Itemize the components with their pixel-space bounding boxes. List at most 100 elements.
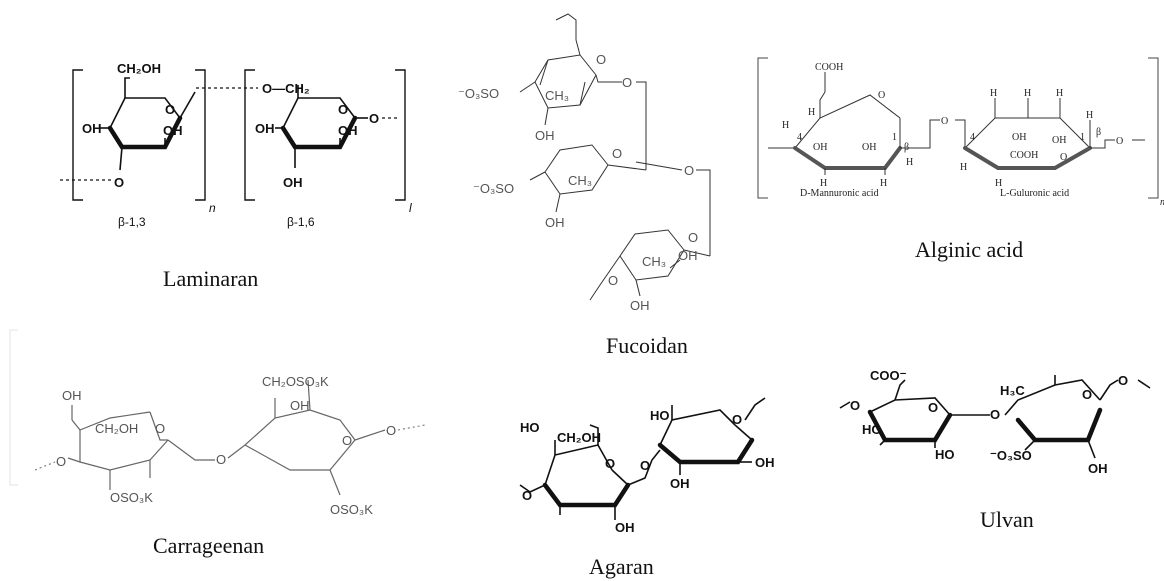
alginic-oh-2a: OH bbox=[1012, 132, 1026, 143]
agaran-ring-oxygen-2: O bbox=[732, 412, 742, 427]
carrageenan-ch2oh: CH₂OH bbox=[95, 421, 138, 436]
agaran-oxygen-left: O bbox=[522, 488, 532, 503]
carrageenan-ring-oxygen-2: O bbox=[342, 433, 352, 448]
alginic-subscript-n: n bbox=[1160, 197, 1164, 208]
fucoidan-bonds bbox=[519, 13, 711, 301]
alginic-acid-structure: COOH H H O OH OH H H 4 1 β H O H H H H O… bbox=[757, 57, 1164, 208]
alginic-c4-1: 4 bbox=[797, 132, 802, 143]
ulvan-ho-1: HO bbox=[862, 422, 882, 437]
laminaran-ring-2 bbox=[275, 85, 400, 168]
agaran-link-oxygen: O bbox=[640, 458, 650, 473]
caption-agaran: Agaran bbox=[589, 554, 654, 579]
fucoidan-oh-1: OH bbox=[535, 128, 555, 143]
laminaran-subscript-n: n bbox=[209, 201, 216, 215]
alginic-h-2e: H bbox=[960, 162, 967, 173]
alginic-oh-1a: OH bbox=[813, 142, 827, 153]
alginic-oh-2b: OH bbox=[1052, 135, 1066, 146]
alginic-h-2f: H bbox=[995, 178, 1002, 189]
fucoidan-structure: O ⁻O₃SO CH₃ OH O O ⁻O₃SO CH₃ OH O O CH₃ … bbox=[458, 13, 711, 313]
caption-alginic-acid: Alginic acid bbox=[915, 237, 1023, 262]
alginic-c4-2: 4 bbox=[970, 132, 975, 143]
alginic-h-2a: H bbox=[990, 88, 997, 99]
fucoidan-link-oxygen-3: O bbox=[608, 273, 618, 288]
fucoidan-link-oxygen-2: O bbox=[684, 163, 694, 178]
alginic-c1-1: 1 bbox=[892, 132, 897, 143]
caption-laminaran: Laminaran bbox=[163, 266, 258, 291]
ulvan-ho-2: HO bbox=[935, 447, 955, 462]
caption-fucoidan: Fucoidan bbox=[606, 333, 688, 358]
laminaran-glycosidic-oxygen-2: O bbox=[369, 111, 379, 126]
alginic-oh-1b: OH bbox=[862, 142, 876, 153]
fucoidan-ch3-3: CH₃ bbox=[642, 254, 666, 269]
ulvan-ring-oxygen-1: O bbox=[928, 400, 938, 415]
ulvan-bonds bbox=[839, 375, 1151, 459]
alginic-cooh-2: COOH bbox=[1010, 150, 1038, 161]
alginic-ring-oxygen-2: O bbox=[1060, 152, 1067, 163]
carrageenan-oxygen-right: O bbox=[386, 423, 396, 438]
ulvan-coo: COO⁻ bbox=[870, 368, 907, 383]
carrageenan-bonds bbox=[34, 379, 426, 496]
alginic-label-guluronic: L-Guluronic acid bbox=[1000, 188, 1069, 199]
laminaran-oh-2a: OH bbox=[255, 121, 275, 136]
fucoidan-oh-2: OH bbox=[545, 215, 565, 230]
alginic-label-mannuronic: D-Mannuronic acid bbox=[800, 188, 879, 199]
laminaran-ring-oxygen-1: O bbox=[165, 102, 175, 117]
alginic-beta-1: β bbox=[904, 142, 909, 153]
ulvan-structure: COO⁻ O O HO HO O H₃C O ⁻O₃SO OH O bbox=[839, 368, 1151, 476]
fucoidan-sulfate-1: ⁻O₃SO bbox=[458, 86, 499, 101]
fucoidan-ch3-1: CH₃ bbox=[545, 88, 569, 103]
alginic-beta-2: β bbox=[1096, 127, 1101, 138]
ulvan-terminal-oxygen: O bbox=[1118, 373, 1128, 388]
agaran-ch2oh: CH₂OH bbox=[557, 430, 601, 445]
laminaran-bracket-2-left bbox=[244, 69, 255, 201]
laminaran-ring-1 bbox=[60, 77, 258, 181]
alginic-h-2c: H bbox=[1056, 88, 1063, 99]
carrageenan-structure: OH CH₂OH O O OSO₃K O CH₂OSO₃K OH O O OSO… bbox=[34, 374, 426, 517]
fucoidan-sulfate-2: ⁻O₃SO bbox=[473, 181, 514, 196]
laminaran-ring-oxygen-2: O bbox=[338, 102, 348, 117]
agaran-bonds bbox=[519, 397, 766, 520]
alginic-h-1e: H bbox=[906, 157, 913, 168]
carrageenan-oh-2: OH bbox=[290, 398, 310, 413]
laminaran-ch2oh-1: CH₂OH bbox=[117, 61, 161, 76]
laminaran-bracket-1-right bbox=[195, 69, 206, 201]
ulvan-link-oxygen: O bbox=[990, 407, 1000, 422]
carrageenan-ring-oxygen-1: O bbox=[155, 421, 165, 436]
laminaran-o-ch2: O—CH₂ bbox=[262, 81, 310, 96]
alginic-ring-oxygen-1: O bbox=[878, 90, 885, 101]
laminaran-oh-1b: OH bbox=[163, 123, 183, 138]
ulvan-h3c: H₃C bbox=[1000, 383, 1025, 398]
agaran-oh-3: OH bbox=[755, 455, 775, 470]
laminaran-bracket-1-left bbox=[72, 69, 83, 201]
fucoidan-ring-oxygen-2: O bbox=[612, 146, 622, 161]
carrageenan-ch2oso3k: CH₂OSO₃K bbox=[262, 374, 329, 389]
ulvan-oxygen-left: O bbox=[850, 398, 860, 413]
alginic-cooh-1: COOH bbox=[815, 62, 843, 73]
carrageenan-oh-1: OH bbox=[62, 388, 82, 403]
agaran-ho-1: HO bbox=[520, 420, 540, 435]
laminaran-beta-1-6: β-1,6 bbox=[287, 215, 315, 229]
alginic-bracket-left bbox=[757, 57, 768, 199]
agaran-oh-2: OH bbox=[670, 476, 690, 491]
alginic-h-2b: H bbox=[1024, 88, 1031, 99]
laminaran-subscript-l: l bbox=[409, 201, 412, 215]
alginic-link-oxygen: O bbox=[941, 116, 948, 127]
caption-ulvan: Ulvan bbox=[980, 507, 1034, 532]
alginic-h-2d: H bbox=[1086, 110, 1093, 121]
alginic-h-1c: H bbox=[820, 178, 827, 189]
laminaran-structure: CH₂OH O OH OH O O—CH₂ O OH OH OH O β-1,3… bbox=[60, 61, 412, 229]
laminaran-oh-2b: OH bbox=[338, 123, 358, 138]
laminaran-glycosidic-oxygen-1: O bbox=[114, 175, 124, 190]
caption-carrageenan: Carrageenan bbox=[153, 533, 264, 558]
laminaran-oh-1a: OH bbox=[82, 121, 102, 136]
alginic-bonds bbox=[768, 72, 1145, 175]
fucoidan-ring-oxygen-3: O bbox=[688, 230, 698, 245]
laminaran-oh-2c: OH bbox=[283, 175, 303, 190]
ulvan-ring-oxygen-2: O bbox=[1082, 387, 1092, 402]
fucoidan-oh-3b: OH bbox=[630, 298, 650, 313]
alginic-h-1b: H bbox=[782, 120, 789, 131]
agaran-ho-2: HO bbox=[650, 408, 670, 423]
alginic-h-1d: H bbox=[880, 178, 887, 189]
carrageenan-oso3k-1: OSO₃K bbox=[110, 490, 153, 505]
